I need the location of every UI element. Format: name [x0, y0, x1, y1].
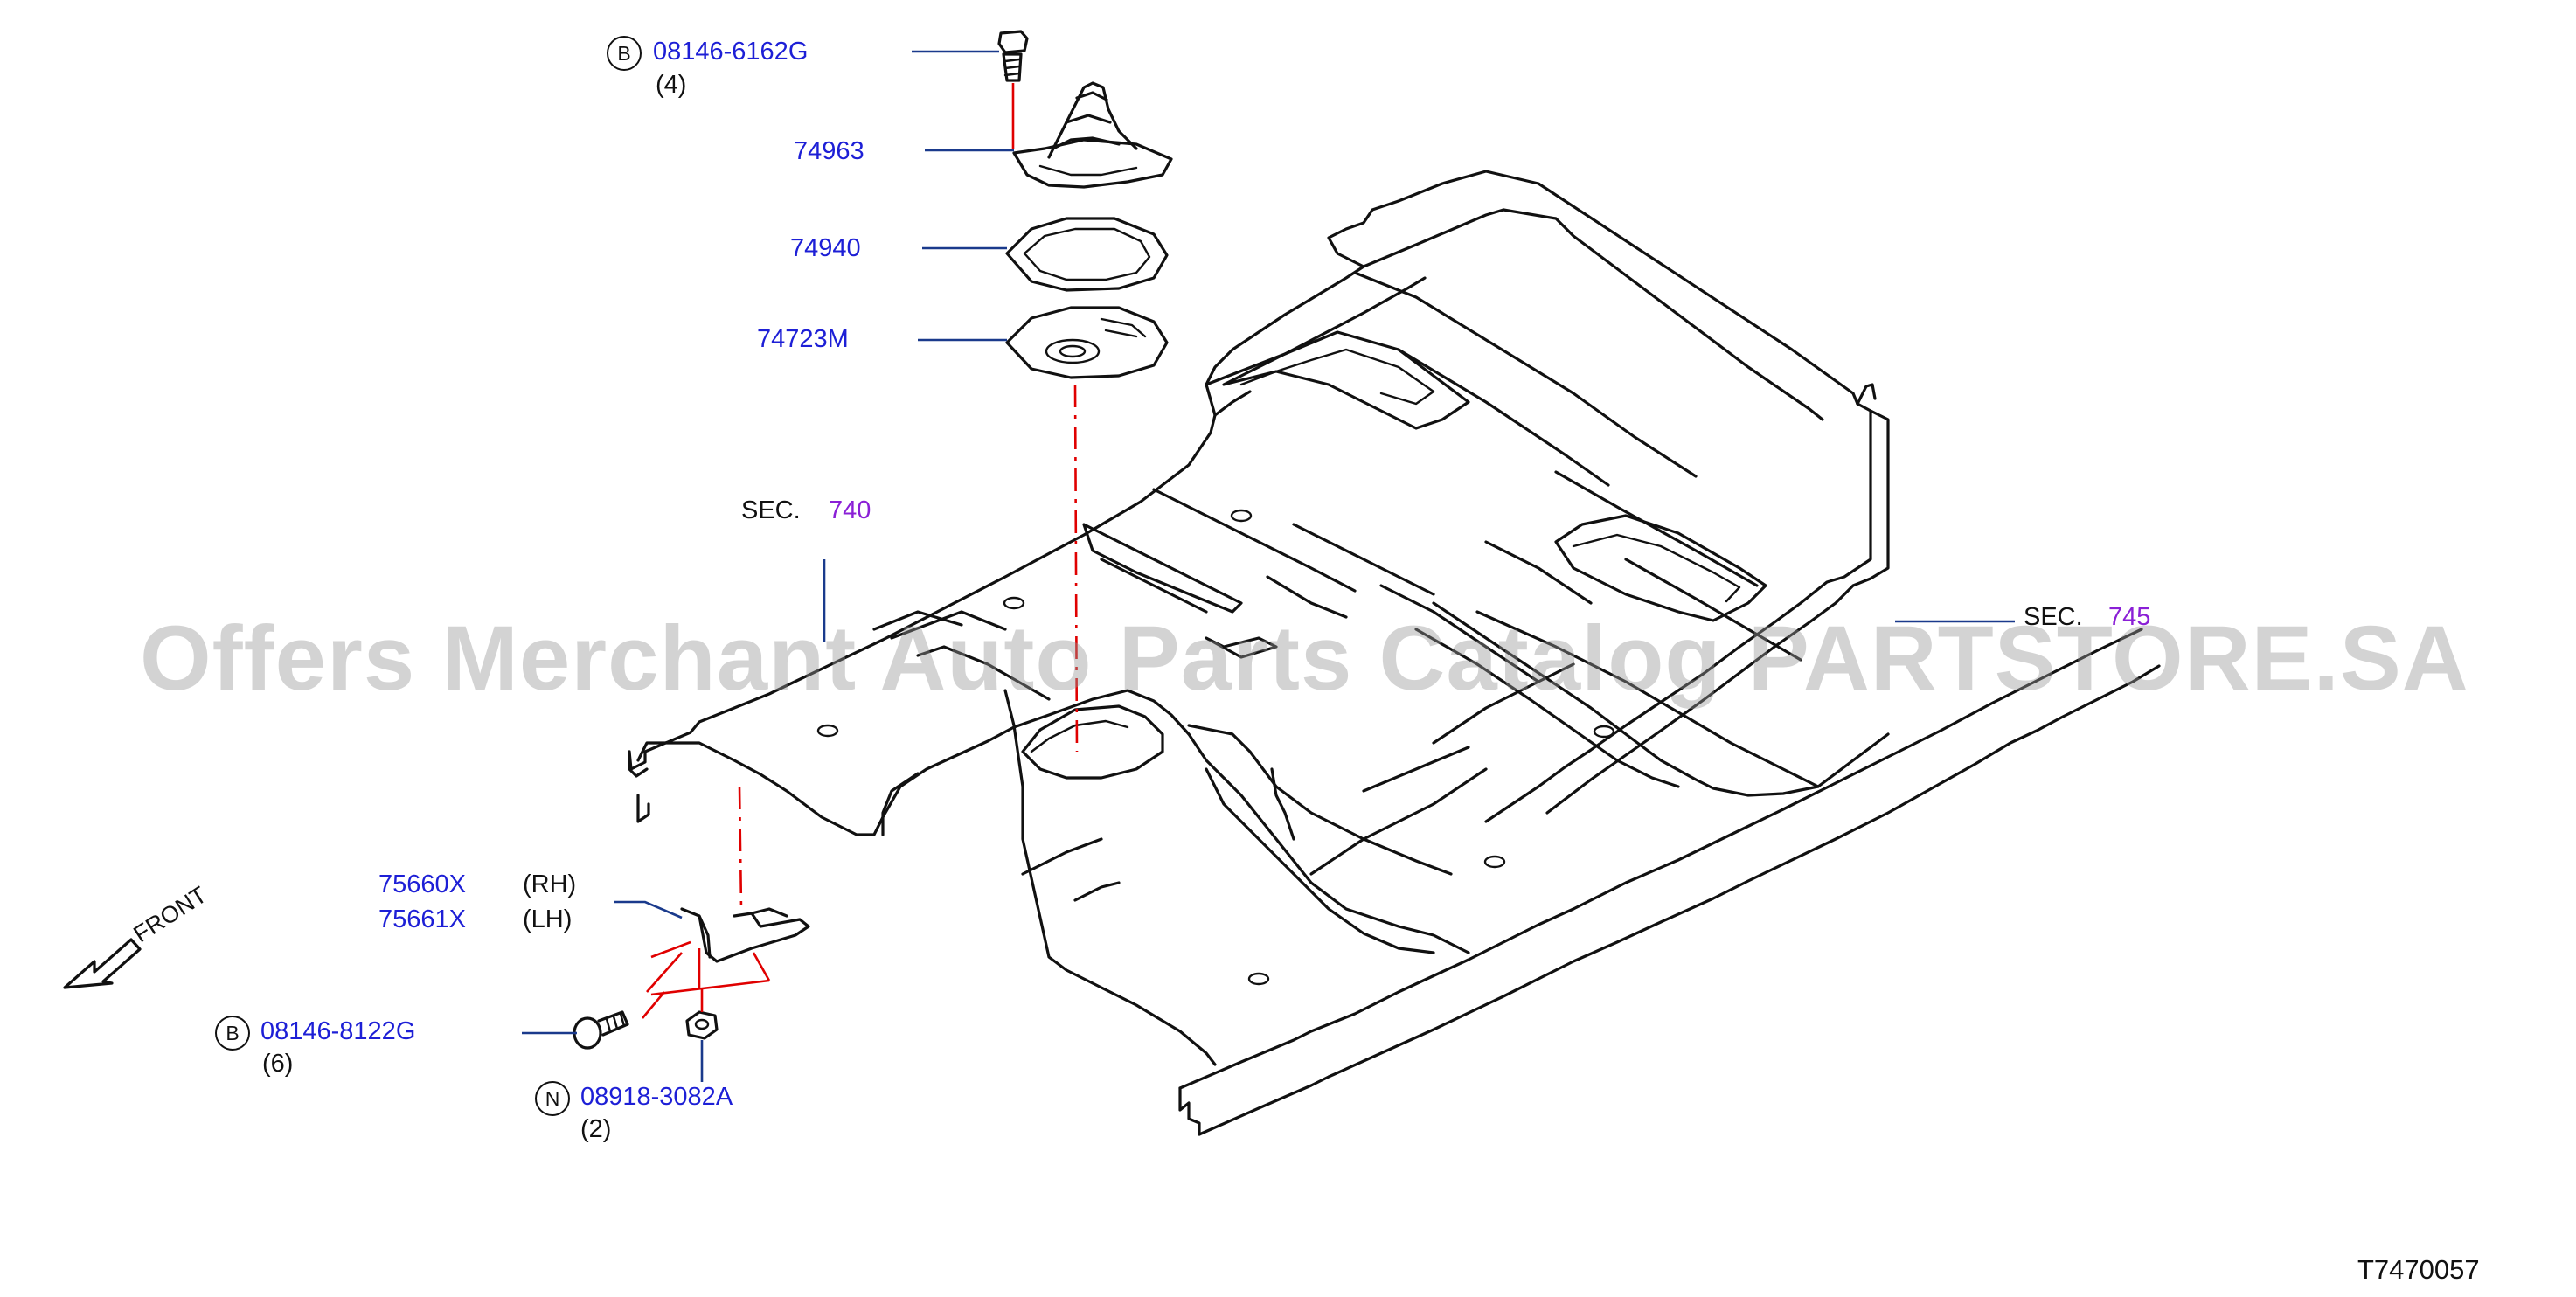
section-left-number[interactable]: 740	[829, 496, 871, 524]
bracket-drawing[interactable]	[680, 907, 810, 963]
bolt-top-marker: B	[607, 36, 642, 71]
bracket-lh-side: (LH)	[523, 905, 573, 933]
bolt-bottom-marker: B	[215, 1016, 250, 1051]
bracket-rh-part-number[interactable]: 75660X	[378, 870, 466, 898]
plate-part-number[interactable]: 74723M	[757, 325, 849, 353]
bolt-top-part-number[interactable]: 08146-6162G	[653, 38, 809, 66]
nut-marker: N	[535, 1081, 570, 1116]
bracket-lh-part-number[interactable]: 75661X	[378, 905, 466, 933]
leader-lines	[522, 50, 2015, 1082]
bolt-bottom-drawing[interactable]	[573, 1010, 629, 1050]
boot-part-number[interactable]: 74963	[794, 137, 864, 165]
assembly-centerlines	[642, 83, 1079, 1019]
section-right-number[interactable]: 745	[2108, 603, 2151, 631]
bolt-top-drawing[interactable]	[997, 30, 1029, 82]
diagram-code: T7470057	[2357, 1254, 2480, 1285]
watermark: Offers Merchant Auto Parts Catalog PARTS…	[140, 607, 2469, 710]
floor-panel[interactable]	[628, 170, 2161, 1136]
plate-drawing[interactable]	[1005, 306, 1169, 379]
front-arrow-icon	[63, 938, 142, 989]
nut-drawing[interactable]	[685, 1010, 719, 1040]
seal-part-number[interactable]: 74940	[790, 234, 861, 262]
bracket-rh-side: (RH)	[523, 870, 577, 898]
bolt-top-quantity: (4)	[656, 71, 687, 99]
nut-quantity: (2)	[580, 1115, 612, 1143]
bolt-bottom-quantity: (6)	[262, 1050, 294, 1078]
section-left-prefix: SEC.	[741, 496, 801, 524]
boot-drawing[interactable]	[1012, 81, 1173, 189]
bolt-bottom-part-number[interactable]: 08146-8122G	[260, 1017, 416, 1045]
section-right-prefix: SEC.	[2024, 603, 2083, 631]
nut-part-number[interactable]: 08918-3082A	[580, 1083, 733, 1111]
seal-drawing[interactable]	[1005, 217, 1169, 292]
